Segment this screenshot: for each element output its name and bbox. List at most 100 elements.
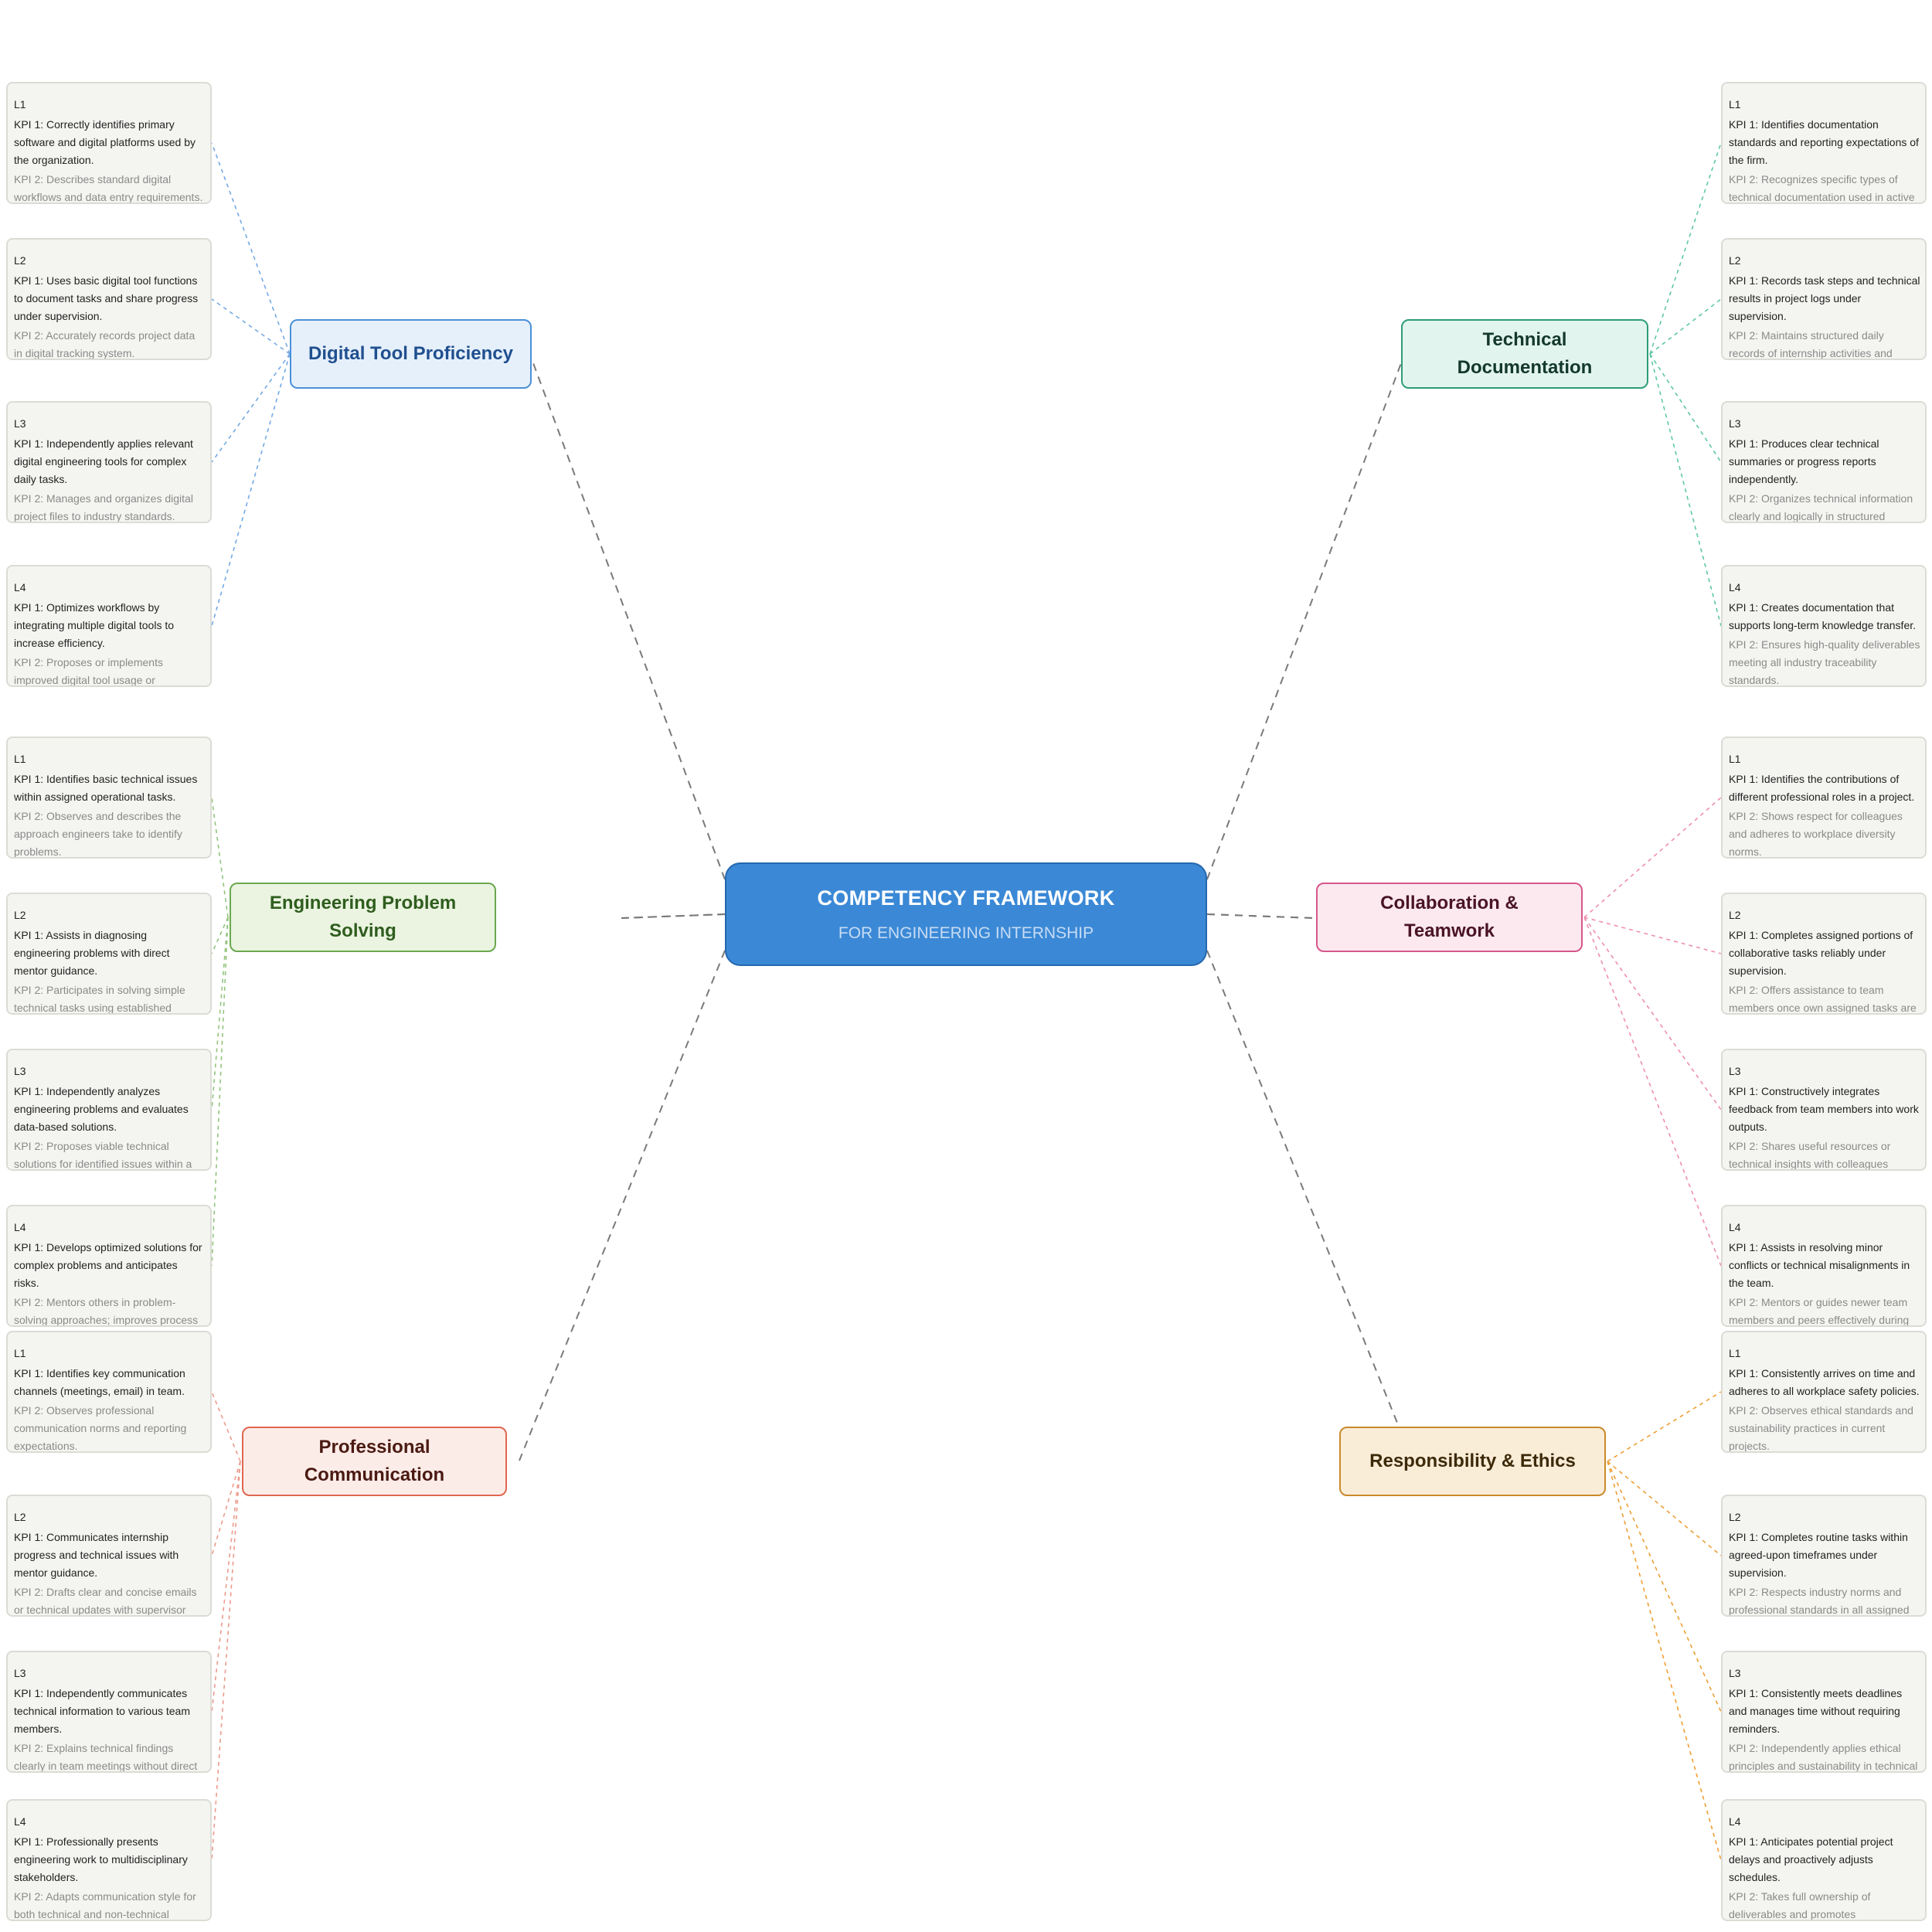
fan-link-engineering-problem-solving-l3 <box>211 917 229 1111</box>
kpi-2-text: KPI 2: Proposes viable technical solutio… <box>14 1140 192 1170</box>
branch-node-responsibility-ethics[interactable]: Responsibility & Ethics <box>1339 1427 1606 1496</box>
kpi-2-text: KPI 2: Accurately records project data i… <box>14 329 196 359</box>
level-label: L1 <box>1729 1347 1741 1359</box>
branch-node-label: Technical Documentation <box>1457 329 1593 378</box>
level-label: L3 <box>14 417 26 430</box>
fan-link-collaboration-teamwork-l1 <box>1583 797 1722 918</box>
level-label: L2 <box>14 254 26 267</box>
spoke-stub-right <box>1206 913 1315 919</box>
kpi-2-text: KPI 2: Recognizes specific types of tech… <box>1729 173 1915 203</box>
level-label: L2 <box>14 1511 26 1523</box>
kpi-2-text: KPI 2: Independently applies ethical pri… <box>1729 1742 1918 1772</box>
kpi-1-text: KPI 1: Consistently meets deadlines and … <box>1729 1687 1903 1735</box>
kpi-1-text: KPI 1: Identifies basic technical issues… <box>14 773 198 803</box>
kpi-2-text: KPI 2: Adapts communication style for bo… <box>14 1890 196 1920</box>
kpi-2-text: KPI 2: Proposes or implements improved d… <box>14 656 163 686</box>
kpi-2-text: KPI 2: Observes ethical standards and su… <box>1729 1404 1913 1452</box>
level-label: L4 <box>14 1221 26 1233</box>
spoke-technical-documentation <box>1206 362 1402 880</box>
kpi-1-text: KPI 1: Identifies documentation standard… <box>1729 118 1919 166</box>
kpi-2-text: KPI 2: Ensures high-quality deliverables… <box>1729 638 1920 686</box>
spoke-digital-tool-proficiency <box>532 362 726 880</box>
branch-node-collaboration-teamwork[interactable]: Collaboration & Teamwork <box>1316 883 1583 952</box>
level-label: L1 <box>14 98 26 111</box>
kpi-2-text: KPI 2: Respects industry norms and profe… <box>1729 1586 1910 1616</box>
kpi-2-text: KPI 2: Organizes technical information c… <box>1729 492 1913 522</box>
central-node[interactable]: COMPETENCY FRAMEWORK FOR ENGINEERING INT… <box>725 862 1207 966</box>
central-node-title: COMPETENCY FRAMEWORK <box>817 886 1115 910</box>
fan-link-collaboration-teamwork-l2 <box>1583 917 1722 954</box>
kpi-1-text: KPI 1: Constructively integrates feedbac… <box>1729 1085 1919 1133</box>
spoke-collaboration-teamwork <box>1206 913 1315 919</box>
kpi-1-text: KPI 1: Develops optimized solutions for … <box>14 1241 202 1289</box>
fan-link-collaboration-teamwork-l3 <box>1583 917 1722 1111</box>
fan-link-digital-tool-proficiency-l3 <box>211 353 291 463</box>
branch-node-professional-communication[interactable]: Professional Communication <box>242 1427 507 1496</box>
spoke-responsibility-ethics <box>1206 950 1400 1427</box>
level-label: L4 <box>14 581 26 594</box>
fan-link-responsibility-ethics-l1 <box>1607 1391 1722 1462</box>
level-label: L2 <box>14 909 26 921</box>
level-label: L2 <box>1729 1511 1741 1523</box>
branch-node-digital-tool-proficiency[interactable]: Digital Tool Proficiency <box>290 319 532 389</box>
kpi-1-text: KPI 1: Independently applies relevant di… <box>14 437 193 485</box>
kpi-1-text: KPI 1: Identifies the contributions of d… <box>1729 773 1915 803</box>
level-label: L1 <box>14 1347 26 1359</box>
kpi-1-text: KPI 1: Uses basic digital tool functions… <box>14 274 199 322</box>
level-label: L4 <box>1729 1815 1741 1828</box>
branch-node-engineering-problem-solving[interactable]: Engineering Problem Solving <box>230 883 496 952</box>
fan-link-technical-documentation-l2 <box>1649 298 1722 355</box>
spoke-stub-left <box>621 913 726 919</box>
fan-link-professional-communication-l4 <box>211 1461 241 1861</box>
fan-link-responsibility-ethics-l2 <box>1607 1461 1722 1556</box>
level-label: L4 <box>1729 1221 1741 1233</box>
branch-node-label: Digital Tool Proficiency <box>308 343 513 364</box>
fan-link-responsibility-ethics-l3 <box>1607 1461 1722 1713</box>
fan-link-digital-tool-proficiency-l1 <box>211 142 291 355</box>
branch-node-technical-documentation[interactable]: Technical Documentation <box>1401 319 1648 389</box>
kpi-2-text: KPI 2: Mentors or guides newer team memb… <box>1729 1296 1910 1326</box>
kpi-1-text: KPI 1: Records task steps and technical … <box>1729 274 1920 322</box>
fan-link-technical-documentation-l1 <box>1649 142 1722 355</box>
fan-link-engineering-problem-solving-l2 <box>211 917 229 954</box>
fan-link-professional-communication-l2 <box>211 1461 241 1556</box>
kpi-1-text: KPI 1: Completes assigned portions of co… <box>1729 929 1913 977</box>
level-label: L2 <box>1729 909 1741 921</box>
kpi-1-text: KPI 1: Produces clear technical summarie… <box>1729 437 1879 485</box>
branch-node-label: Engineering Problem Solving <box>269 893 457 941</box>
kpi-1-text: KPI 1: Correctly identifies primary soft… <box>14 118 196 166</box>
level-label: L4 <box>1729 581 1741 594</box>
fan-link-engineering-problem-solving-l4 <box>211 917 229 1267</box>
level-label: L3 <box>14 1065 26 1077</box>
central-node-subtitle: FOR ENGINEERING INTERNSHIP <box>838 923 1094 942</box>
level-label: L2 <box>1729 254 1741 267</box>
kpi-1-text: KPI 1: Completes routine tasks within ag… <box>1729 1531 1908 1579</box>
level-label: L1 <box>1729 753 1741 765</box>
